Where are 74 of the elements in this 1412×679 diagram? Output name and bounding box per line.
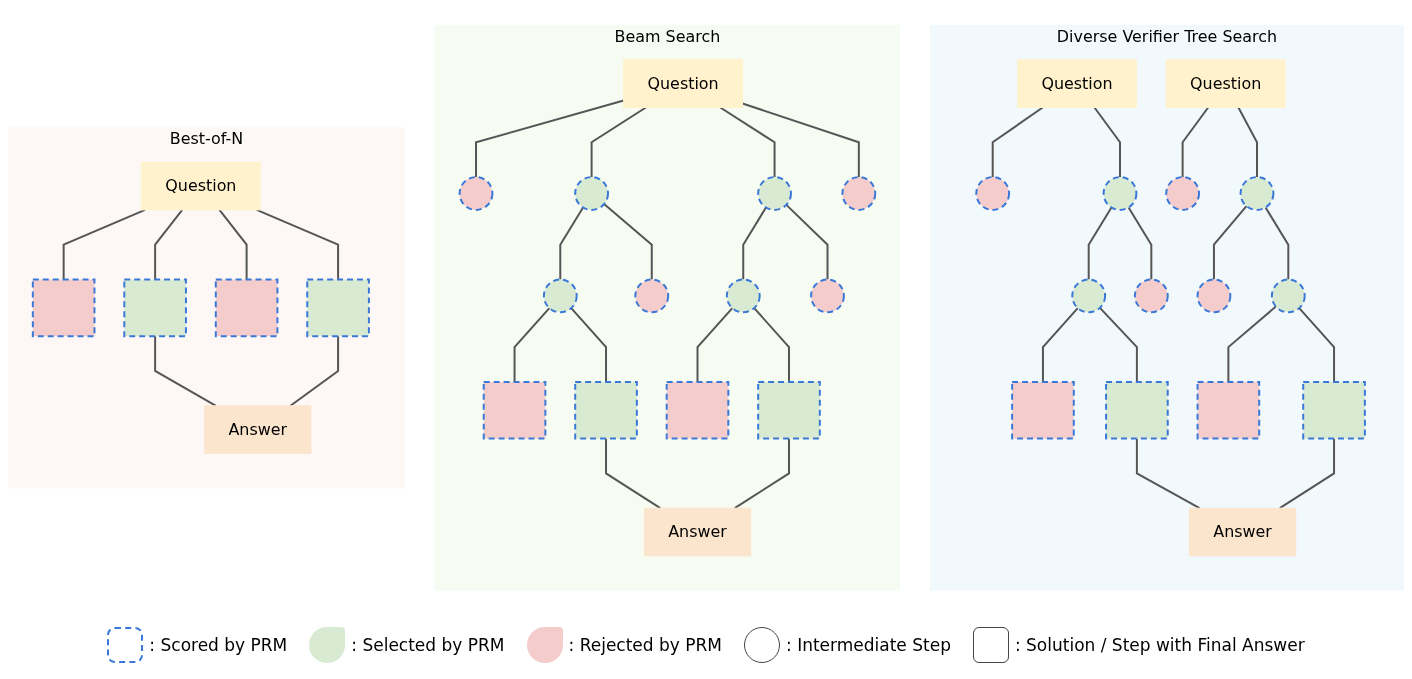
node-box	[482, 380, 547, 440]
connector	[154, 334, 217, 407]
connector	[218, 208, 248, 281]
node-circle	[1102, 175, 1138, 211]
connector	[1093, 106, 1121, 178]
connector	[1127, 206, 1153, 281]
connector	[570, 306, 608, 383]
node-box: Question	[1165, 58, 1286, 108]
connector	[741, 102, 860, 178]
node-box	[1105, 380, 1169, 440]
connector	[991, 106, 1044, 178]
connector	[154, 208, 184, 281]
node-circle	[757, 175, 792, 211]
node-circle	[1165, 175, 1201, 211]
connector	[513, 306, 551, 383]
node-box	[574, 380, 638, 440]
connector	[742, 206, 767, 281]
node-circle	[810, 278, 845, 313]
connector	[62, 208, 147, 281]
node-circle	[841, 175, 877, 211]
legend-text: : Solution / Step with Final Answer	[1014, 635, 1305, 655]
connector	[289, 334, 340, 407]
node-box: Question	[140, 161, 261, 211]
node-circle	[1239, 175, 1275, 211]
node-box: Answer	[643, 507, 752, 557]
connector	[696, 306, 734, 383]
node-box: Question	[1017, 58, 1137, 108]
node-box	[1011, 380, 1075, 440]
connector	[1298, 306, 1336, 383]
legend-text: : Scored by PRM	[149, 635, 288, 655]
node-box: Question	[623, 58, 744, 108]
connector	[1212, 204, 1248, 281]
connector	[1181, 106, 1210, 178]
node-box: Answer	[204, 404, 312, 454]
node-box	[306, 278, 370, 337]
connector	[1237, 106, 1258, 178]
legend-text: : Selected by PRM	[351, 635, 505, 655]
node-box	[123, 278, 187, 337]
connector	[1278, 437, 1336, 509]
connector	[475, 99, 625, 178]
connector	[1041, 306, 1079, 383]
connector	[603, 202, 653, 281]
node-circle	[1133, 278, 1169, 313]
connector	[719, 106, 776, 178]
node-circle	[725, 278, 761, 313]
node-box	[757, 380, 821, 440]
connector	[753, 306, 790, 383]
node-box	[665, 380, 730, 440]
connector	[1098, 306, 1138, 383]
connector	[559, 206, 585, 281]
connector	[785, 203, 829, 281]
connector	[255, 208, 340, 281]
connector	[590, 106, 647, 178]
node-box	[1302, 380, 1366, 440]
legend-text: : Intermediate Step	[786, 635, 951, 655]
connector	[1264, 206, 1290, 281]
connector	[1135, 437, 1201, 509]
node-circle	[1196, 278, 1232, 313]
node-circle	[1270, 278, 1306, 313]
node-box	[1196, 380, 1261, 440]
node-circle	[458, 175, 494, 211]
node-circle	[634, 278, 670, 313]
connector	[1087, 206, 1113, 281]
node-box	[31, 278, 96, 337]
connector	[605, 437, 662, 509]
node-circle	[574, 175, 609, 211]
node-circle	[975, 175, 1011, 211]
node-circle	[542, 278, 578, 313]
connector	[733, 437, 790, 509]
legend-text: : Rejected by PRM	[568, 635, 722, 655]
node-circle	[1071, 278, 1107, 313]
node-box	[214, 278, 279, 337]
node-box: Answer	[1188, 507, 1297, 557]
connector	[1227, 305, 1277, 383]
